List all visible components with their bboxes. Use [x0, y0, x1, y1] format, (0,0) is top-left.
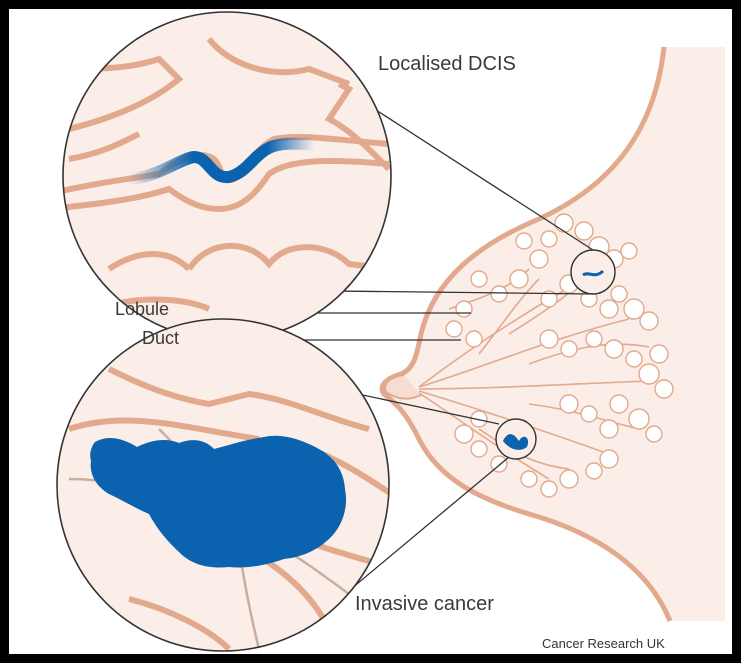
breast-anatomy-diagram: [9, 9, 741, 672]
credit-text: Cancer Research UK: [542, 637, 665, 650]
duct-label: Duct: [142, 329, 179, 347]
dcis-magnifier-circle: [49, 12, 391, 340]
invasive-marker: [496, 419, 536, 459]
invasive-cancer-label: Invasive cancer: [355, 594, 494, 614]
dcis-marker: [571, 250, 615, 294]
localised-dcis-label: Localised DCIS: [378, 54, 516, 74]
lobule-label: Lobule: [115, 300, 169, 318]
invasive-magnifier-circle: [57, 319, 399, 651]
breast-tissue-illustration: [382, 47, 725, 621]
